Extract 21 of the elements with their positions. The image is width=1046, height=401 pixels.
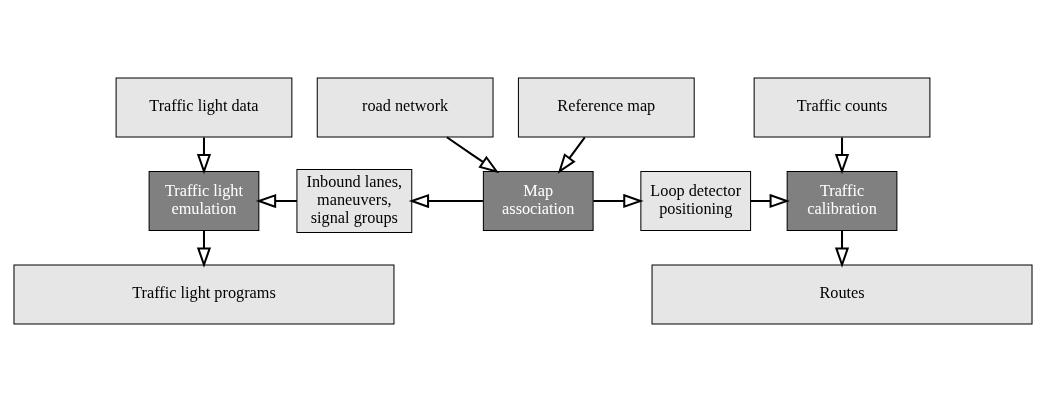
arrow bbox=[196, 230, 212, 268]
arrow bbox=[557, 136, 586, 174]
node-box: Loop detector positioning bbox=[640, 170, 752, 231]
arrow bbox=[196, 137, 212, 174]
node-box: road network bbox=[316, 77, 494, 137]
arrow bbox=[834, 137, 850, 174]
arrow bbox=[446, 135, 500, 173]
arrow bbox=[408, 193, 483, 208]
arrow bbox=[593, 193, 644, 208]
node-box: Traffic light data bbox=[115, 77, 293, 137]
node-box: Traffic calibration bbox=[786, 170, 898, 231]
arrow bbox=[834, 230, 850, 268]
node-box: Map association bbox=[482, 170, 594, 231]
node-box: Inbound lanes, maneuvers, signal groups bbox=[296, 168, 413, 233]
node-box: Routes bbox=[651, 264, 1033, 324]
node-box: Traffic counts bbox=[753, 77, 931, 137]
arrow bbox=[750, 193, 790, 208]
node-box: Traffic light emulation bbox=[148, 170, 260, 231]
arrow bbox=[255, 193, 297, 208]
node-box: Traffic light programs bbox=[13, 264, 395, 324]
node-box: Reference map bbox=[517, 77, 695, 137]
